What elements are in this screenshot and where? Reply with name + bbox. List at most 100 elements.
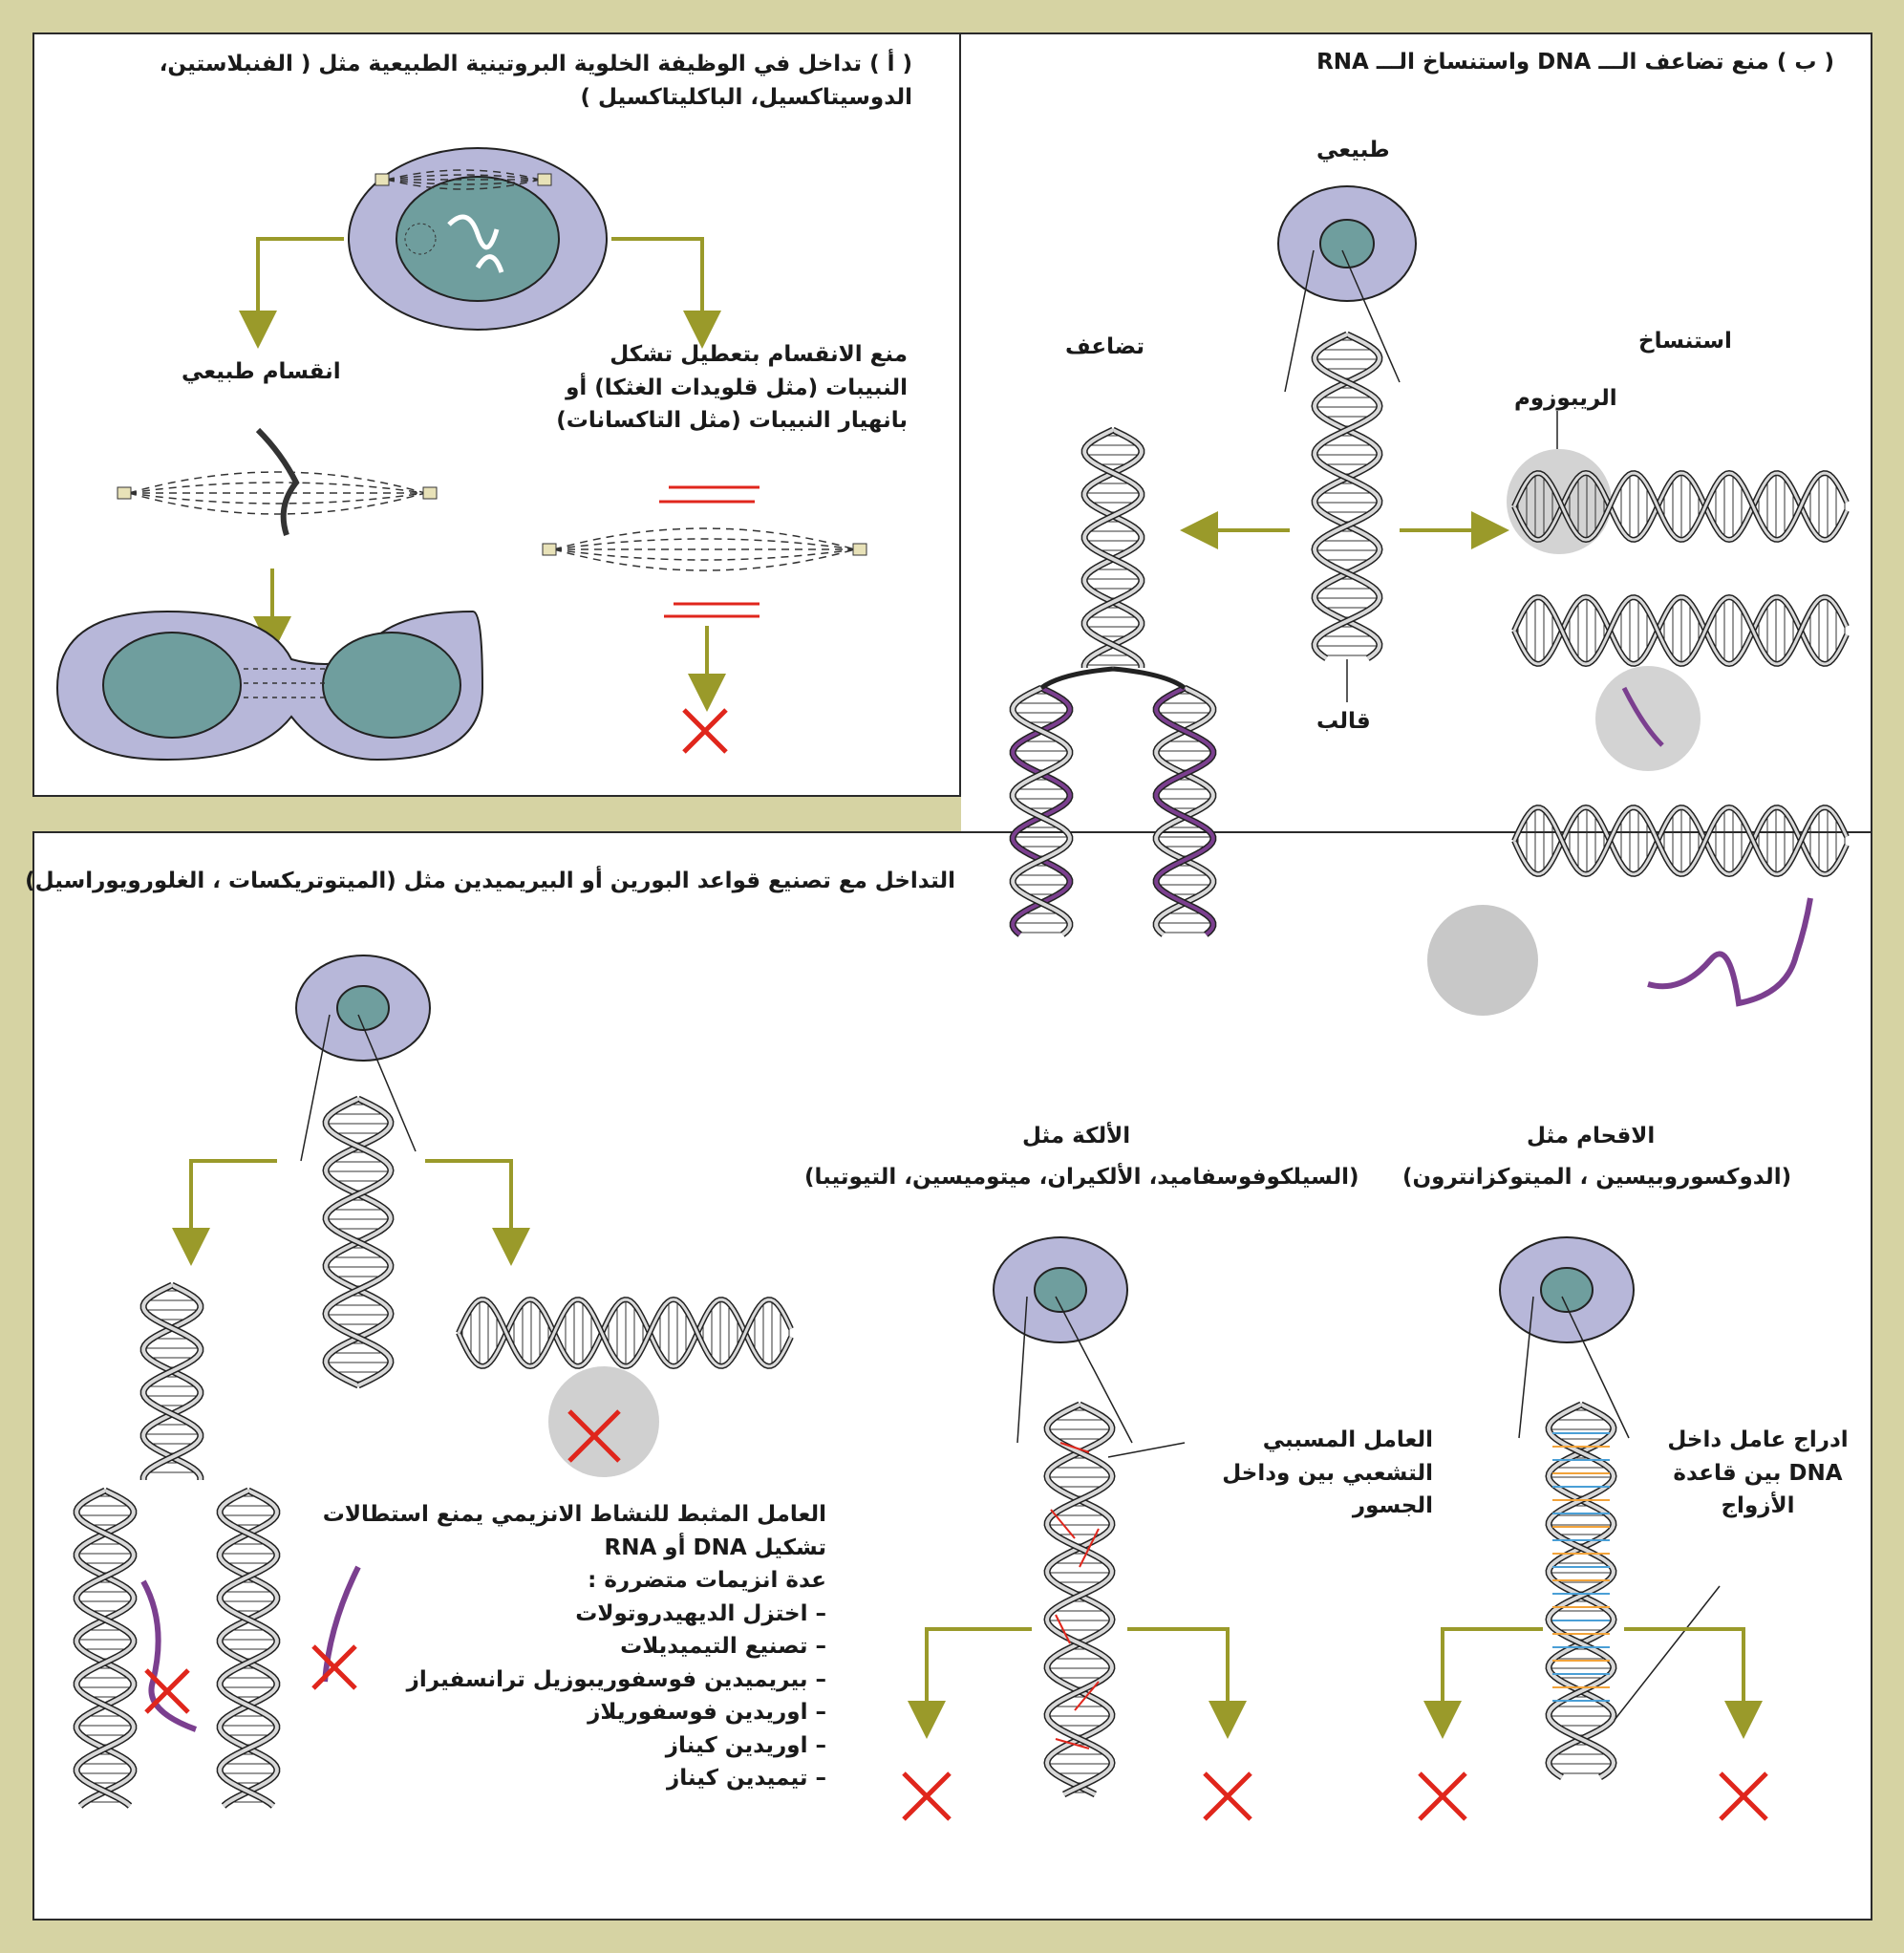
dna-strand-outline — [1152, 684, 1217, 937]
dna-strand — [457, 1298, 793, 1368]
dna-strand — [1154, 686, 1215, 936]
dna-strand — [141, 1283, 203, 1480]
dna-helix-icon — [456, 1296, 794, 1370]
dna-strand — [141, 1283, 203, 1480]
daughter-cells-icon — [55, 610, 484, 762]
arrow-icon — [1624, 1627, 1763, 1739]
spindle-fiber — [553, 548, 856, 571]
spindle-fiber — [386, 179, 541, 190]
intercalation-title: الاقحام مثل — [1527, 1124, 1656, 1148]
dna-helix-icon — [1545, 1401, 1617, 1780]
chromosome-icon — [447, 214, 500, 250]
red-x-icon — [682, 708, 728, 754]
centrosome-icon — [542, 543, 557, 556]
arrow-icon — [239, 237, 344, 349]
x-stroke — [144, 1668, 190, 1714]
dna-strand — [1011, 686, 1072, 936]
red-x-icon — [1203, 1771, 1252, 1821]
dna-strand — [1512, 595, 1849, 666]
cell-nucleus — [1540, 1267, 1594, 1313]
intercalating-agent-label: ادراج عامل داخل DNA بين قاعدة الأزواج — [1667, 1427, 1849, 1518]
arrow-icon — [425, 1159, 530, 1266]
red-x-icon — [567, 1409, 621, 1463]
dna-strand — [1546, 1403, 1616, 1779]
cell-icon — [993, 1236, 1128, 1343]
dna-strand — [218, 1489, 279, 1808]
nucleolus-icon — [404, 223, 437, 255]
spindle-fiber — [128, 471, 426, 494]
dna-strand — [1044, 1403, 1115, 1796]
dna-strand — [1512, 471, 1849, 542]
normal-division-label: انقسام طبيعي — [182, 359, 341, 384]
red-x-icon — [311, 1644, 357, 1690]
leader-line — [1284, 249, 1315, 393]
cell-icon — [295, 955, 431, 1062]
cell-nucleus — [1319, 219, 1375, 268]
dna-strand-outline — [1511, 593, 1850, 668]
spindle-fiber — [386, 169, 541, 181]
x-stroke — [902, 1771, 952, 1821]
panel-c-title: التداخل مع تصنيع قواعد البورين أو البيري… — [25, 869, 955, 893]
enzyme-item: – بيريميدين فوسفوريبوزيل ترانسفيراز — [406, 1666, 826, 1692]
leader-line — [357, 1014, 417, 1152]
dna-strand — [1154, 686, 1215, 936]
arrow-icon — [908, 1627, 1032, 1739]
spindle-fiber — [386, 179, 541, 185]
mrna-strand — [1647, 897, 1813, 1007]
inhibit-division-label: منع الانقسام بتعطيل تشكل النبيبات (مثل ق… — [556, 342, 908, 433]
dna-strand-outline — [1511, 804, 1850, 878]
replication-label: تضاعف — [1065, 334, 1145, 359]
spindle-fiber — [386, 174, 541, 181]
dna-helix-icon — [1311, 331, 1383, 661]
centrosome-icon — [117, 486, 132, 500]
dna-strand — [1546, 1403, 1616, 1779]
spindle-icon — [374, 169, 552, 190]
intercalation-examples: (الدوكسوروبيسين ، الميتوكزانترون) — [1402, 1165, 1792, 1190]
dna-strand-outline — [1009, 684, 1074, 937]
dna-strand — [1512, 595, 1849, 666]
arrow-icon — [611, 237, 721, 349]
cell-nucleus — [336, 985, 390, 1031]
replication-fork — [1039, 666, 1187, 691]
dna-helix-icon — [1511, 593, 1850, 668]
x-stroke — [311, 1644, 357, 1690]
arrow-icon — [1423, 1627, 1543, 1739]
leader-line — [1016, 1296, 1028, 1444]
red-x-icon — [1418, 1771, 1467, 1821]
cell-nucleus — [102, 632, 242, 739]
spindle-fiber — [128, 482, 426, 494]
dna-helix-icon — [1043, 1401, 1116, 1798]
dna-strand-outline — [1152, 684, 1217, 937]
spindle-icon — [542, 527, 867, 571]
enzyme-item: – تيميدين كيناز — [667, 1766, 826, 1791]
leader-line — [1107, 1442, 1186, 1458]
dna-helix-icon — [322, 1095, 395, 1389]
enzyme-item: – اوريدين كيناز — [665, 1732, 826, 1758]
arrow-icon — [1127, 1627, 1247, 1739]
mrna-strand — [1621, 686, 1664, 747]
enzyme-item: – تصنيع التيميديلات — [620, 1634, 826, 1659]
crosslinks — [1050, 1442, 1100, 1749]
spindle-fiber — [553, 548, 856, 561]
arrow-icon — [172, 1159, 277, 1266]
crosslink-mark — [1074, 1681, 1100, 1711]
alkylation-examples: (السيلكوفوسفاميد، الألكيران، ميتوميسين، … — [804, 1165, 1359, 1190]
alkylation-title: الألكة مثل — [1022, 1124, 1131, 1148]
dna-strand — [1312, 333, 1382, 660]
dna-helix-icon — [1009, 684, 1074, 937]
dna-strand — [1312, 333, 1382, 660]
dna-strand — [75, 1489, 136, 1808]
leader-line — [1614, 1585, 1721, 1721]
dna-strand-outline — [1009, 684, 1074, 937]
panel-b-title: ( ب ) منع تضاعف الـــ DNA واستنساخ الـــ… — [1316, 50, 1834, 75]
red-x-icon — [1719, 1771, 1768, 1821]
antimetabolite-line-2: تشكيل DNA أو RNA — [604, 1534, 826, 1560]
dna-strand — [323, 1097, 394, 1387]
dna-strand — [1044, 1403, 1115, 1796]
crosslink-mark — [1050, 1509, 1076, 1539]
chromosome-icon — [255, 427, 300, 536]
x-stroke — [1203, 1771, 1252, 1821]
crosslink-mark — [1055, 1614, 1071, 1644]
dna-helix-icon — [1511, 469, 1850, 544]
